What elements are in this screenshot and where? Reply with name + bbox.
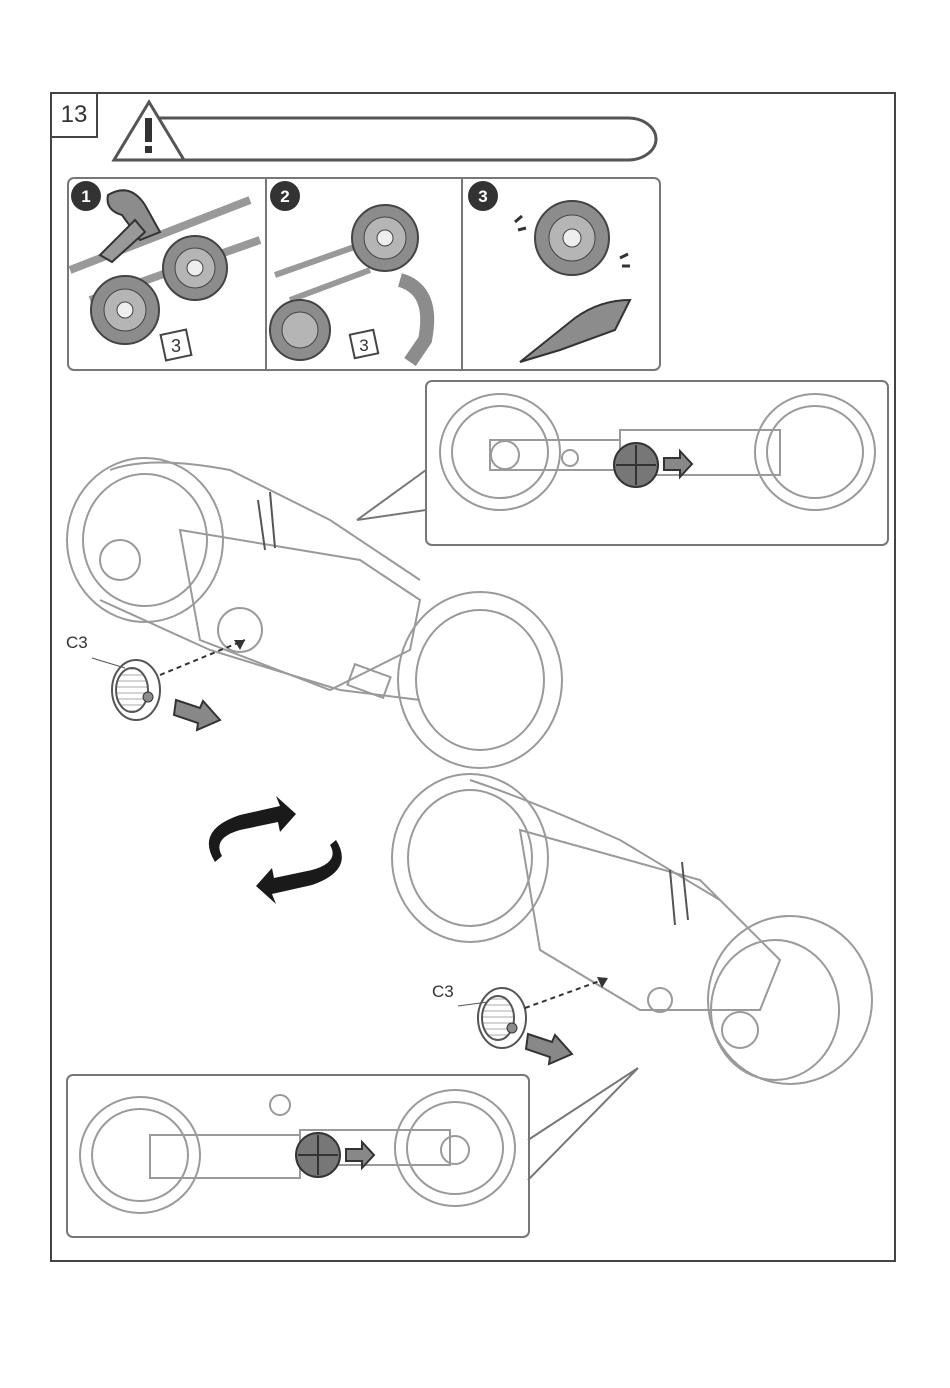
wheel-hub-part bbox=[352, 205, 418, 271]
step-number-badge: 2 bbox=[280, 187, 289, 206]
part-number-label: 3 bbox=[171, 336, 181, 356]
warning-triangle-icon bbox=[114, 102, 184, 160]
wheel-hub-part bbox=[535, 201, 609, 275]
part-number-tag: 3 bbox=[161, 330, 192, 361]
top-callout-panel bbox=[357, 381, 888, 545]
part-number-tag: 3 bbox=[350, 330, 378, 358]
wheel-hub-part bbox=[163, 236, 227, 300]
hub-cap-part bbox=[478, 988, 526, 1048]
push-arrow-icon bbox=[174, 700, 220, 730]
rotate-arrows-icon bbox=[209, 796, 342, 904]
warning-banner bbox=[114, 102, 656, 160]
part-number-label: 3 bbox=[359, 336, 368, 355]
step-number-badge: 3 bbox=[478, 187, 487, 206]
hub-cap-highlight bbox=[614, 443, 658, 487]
step-number-badge: 1 bbox=[81, 187, 90, 206]
bottom-callout-panel bbox=[67, 1068, 638, 1237]
sprue-steps-panel: 3 1 3 bbox=[68, 178, 660, 370]
part-label: C3 bbox=[432, 982, 454, 1001]
wheel-hub-part bbox=[91, 276, 159, 344]
hub-cap-part bbox=[112, 660, 160, 720]
wheel-hub-part bbox=[270, 300, 330, 360]
hub-cap-highlight bbox=[296, 1133, 340, 1177]
push-arrow-icon bbox=[526, 1034, 572, 1064]
part-label: C3 bbox=[66, 633, 88, 652]
insert-guide-line bbox=[525, 978, 608, 1008]
vehicle-bottom-view bbox=[392, 774, 872, 1084]
